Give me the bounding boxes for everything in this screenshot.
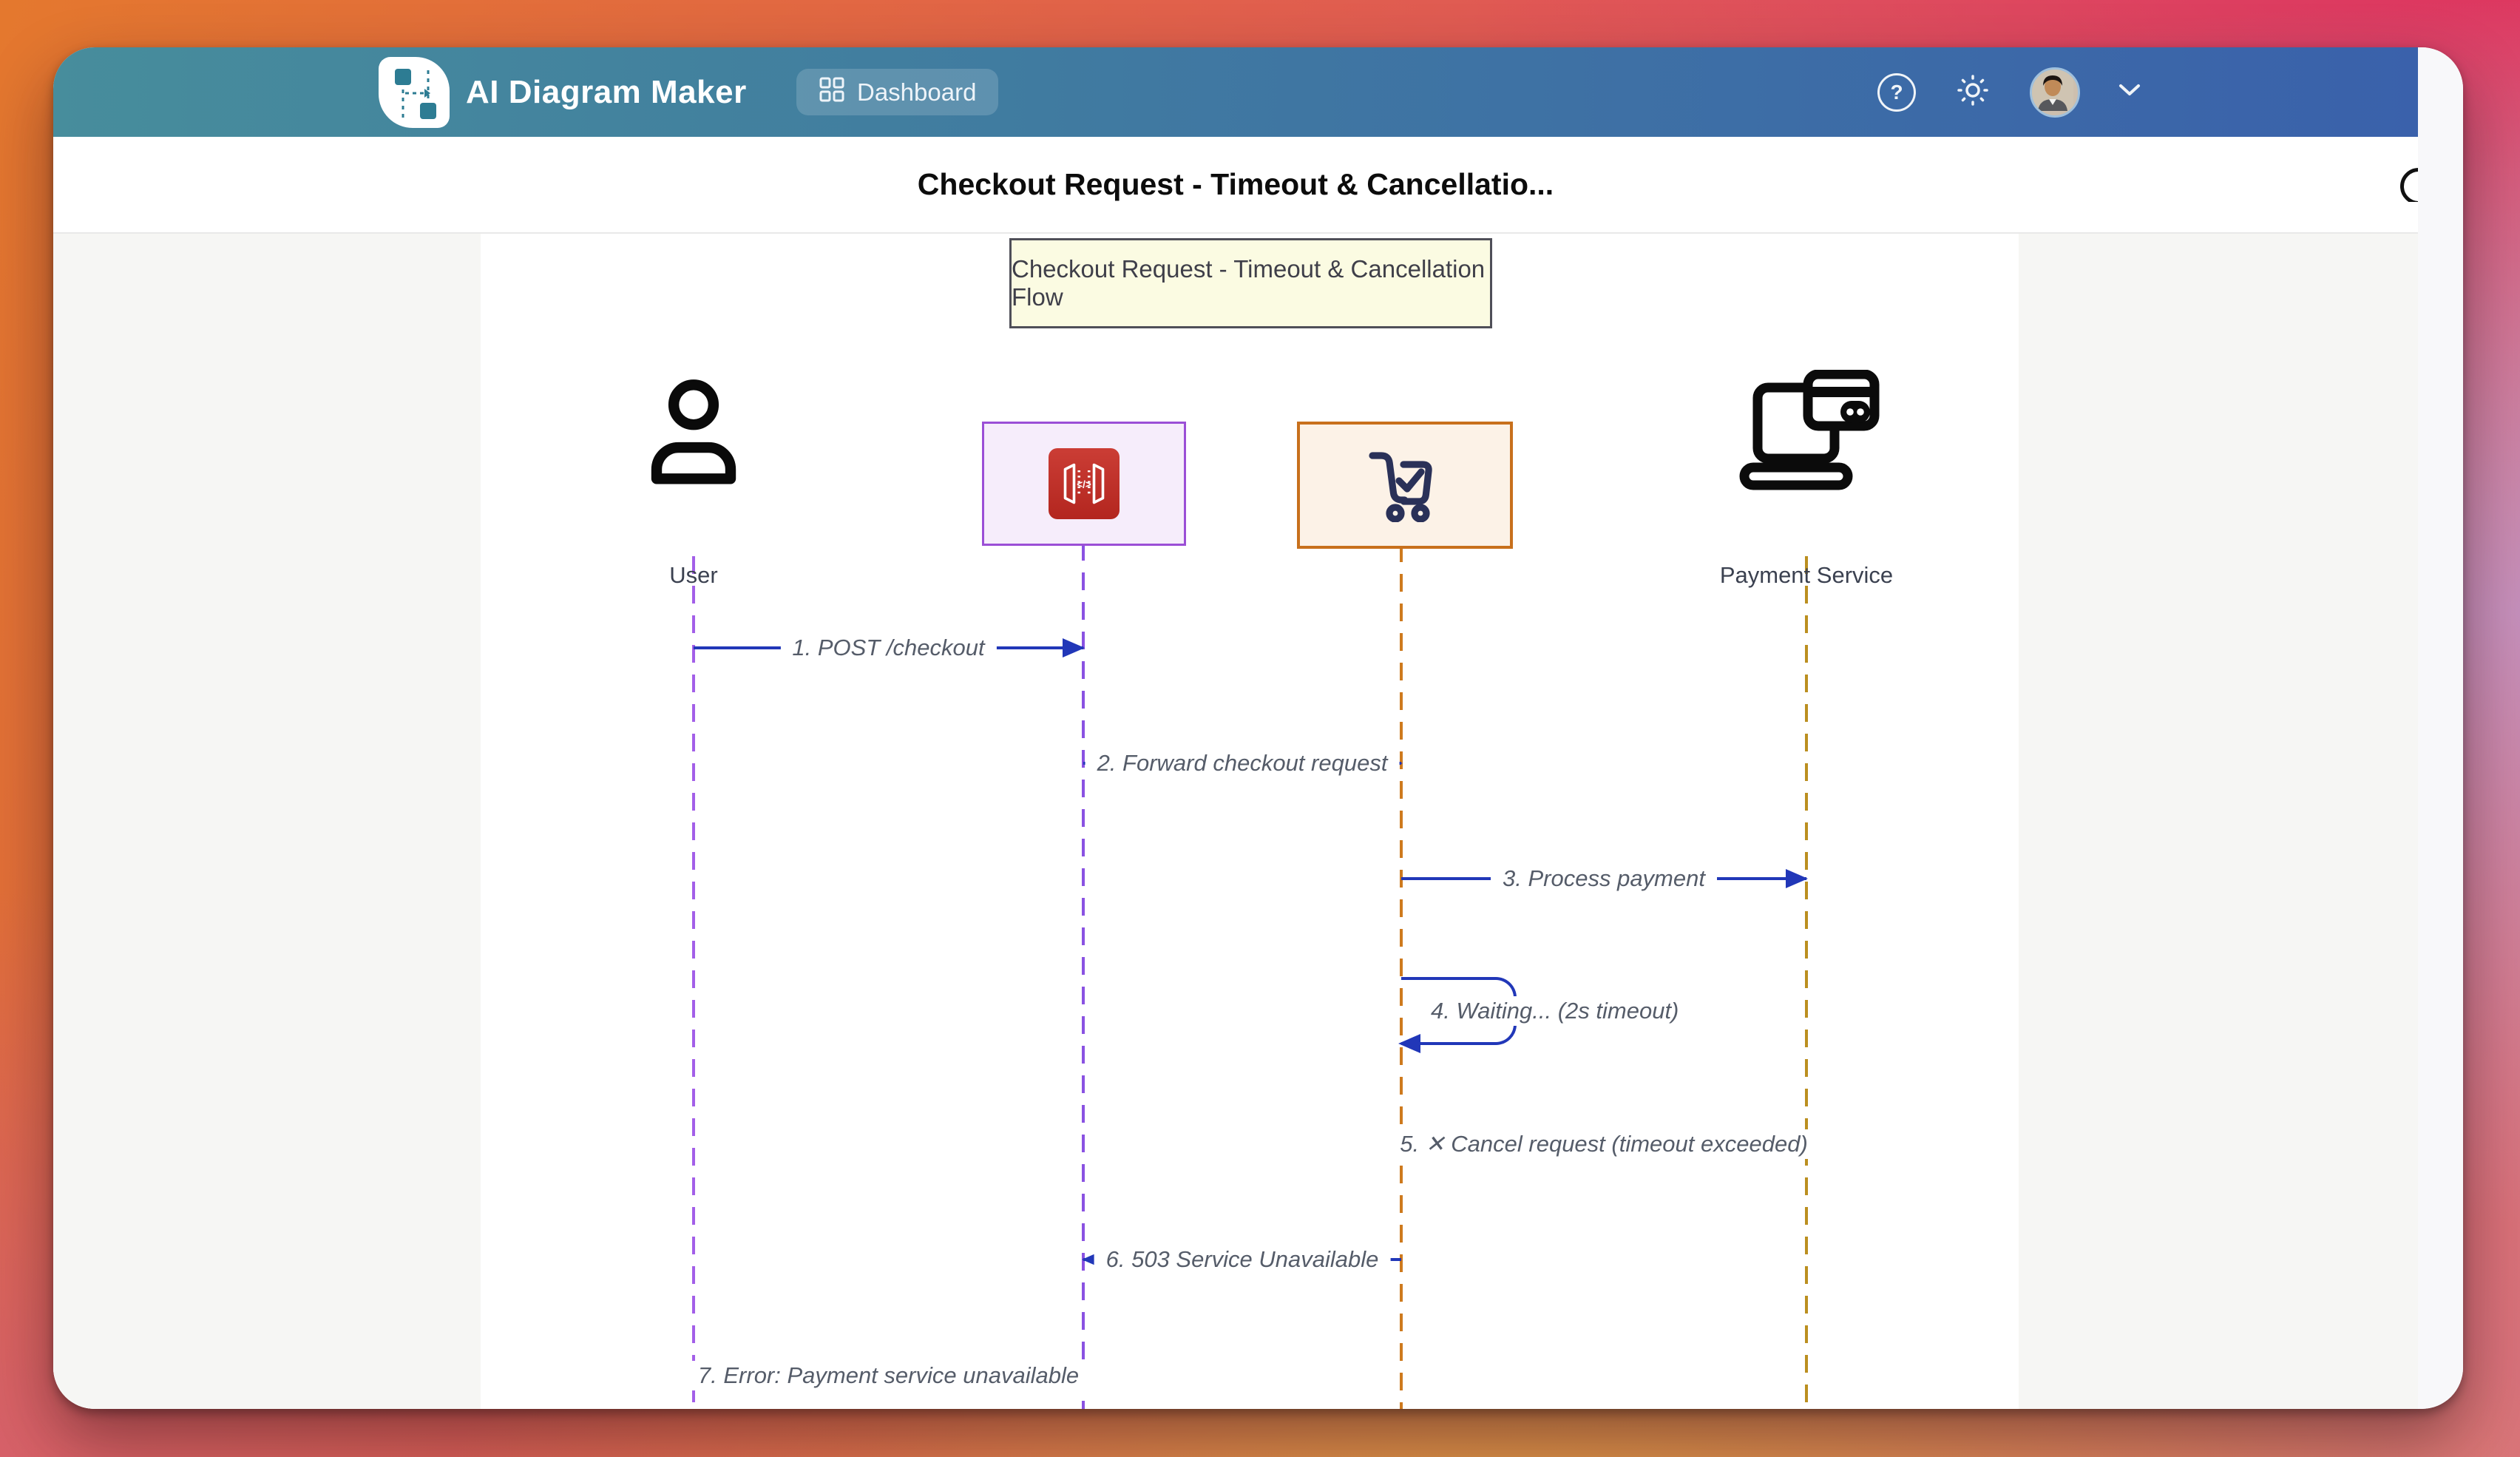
clipped-toolbar-icon-fragment[interactable] [2400, 168, 2418, 202]
arrowhead-left-icon [1398, 1034, 1420, 1053]
actor-label-payment-service: Payment Service [1719, 562, 1894, 588]
message-6-label: 6. 503 Service Unavailable [1094, 1245, 1391, 1274]
sun-theme-icon[interactable] [1954, 72, 1991, 112]
arrowhead-right-icon [1063, 638, 1085, 657]
nav-dashboard-button[interactable]: Dashboard [796, 69, 999, 115]
diagram-canvas [53, 234, 2418, 1409]
document-titlebar: Checkout Request - Timeout & Cancellatio… [53, 137, 2418, 234]
app-logo-icon [379, 56, 450, 128]
user-icon [638, 374, 749, 500]
api-gateway-icon: </> [1049, 448, 1120, 519]
laptop-card-icon [1732, 369, 1880, 503]
message-1-label: 1. POST /checkout [780, 633, 997, 663]
message-4-label: 4. Waiting... (2s timeout) [1420, 996, 1690, 1026]
app-window: AI Diagram Maker Dashboard ? [53, 47, 2463, 1409]
brand: AI Diagram Maker [379, 47, 747, 137]
message-5-label: 5. ✕ Cancel request (timeout exceeded) [1388, 1129, 1820, 1159]
actor-label-user: User [669, 562, 718, 588]
canvas-right-gutter [2019, 234, 2418, 1409]
brand-name: AI Diagram Maker [466, 73, 747, 110]
app-header: AI Diagram Maker Dashboard ? [53, 47, 2418, 137]
message-2: 2. Forward checkout request [1083, 748, 1403, 778]
message-6: 6. 503 Service Unavailable [1082, 1245, 1401, 1274]
message-3: 3. Process payment [1401, 864, 1808, 893]
message-1: 1. POST /checkout [694, 633, 1085, 663]
document-title: Checkout Request - Timeout & Cancellatio… [917, 167, 1554, 201]
message-2-label: 2. Forward checkout request [1085, 748, 1400, 778]
diagram-title-box: Checkout Request - Timeout & Cancellatio… [1009, 238, 1492, 328]
help-circle-icon[interactable]: ? [1877, 72, 1916, 112]
svg-text:</>: </> [1077, 479, 1091, 490]
arrowhead-right-icon [1786, 869, 1808, 888]
message-7: 7. Error: Payment service unavailable [685, 1361, 1091, 1390]
message-5: 5. ✕ Cancel request (timeout exceeded) [1388, 1129, 1820, 1159]
chevron-down-icon[interactable] [2118, 84, 2141, 101]
scrollbar-track[interactable] [2418, 47, 2463, 1409]
lifeline-order-service [1400, 544, 1403, 1409]
message-4-self-loop: 4. Waiting... (2s timeout) [1398, 977, 1690, 1053]
actor-node-order-service[interactable] [1297, 422, 1513, 549]
nav-dashboard-label: Dashboard [857, 78, 977, 106]
message-7-label: 7. Error: Payment service unavailable [685, 1361, 1091, 1390]
user-avatar[interactable] [2030, 67, 2080, 118]
lifeline-payment-service [1805, 556, 1808, 1409]
actor-node-api-gateway[interactable]: </> [982, 422, 1186, 546]
diagram-title-text: Checkout Request - Timeout & Cancellatio… [1012, 255, 1486, 311]
message-3-label: 3. Process payment [1491, 864, 1717, 893]
lifeline-api-gateway [1082, 543, 1085, 1409]
canvas-left-gutter [53, 234, 481, 1409]
lifeline-user [692, 556, 695, 1409]
cart-check-icon [1364, 445, 1446, 526]
grid-icon [819, 76, 845, 109]
